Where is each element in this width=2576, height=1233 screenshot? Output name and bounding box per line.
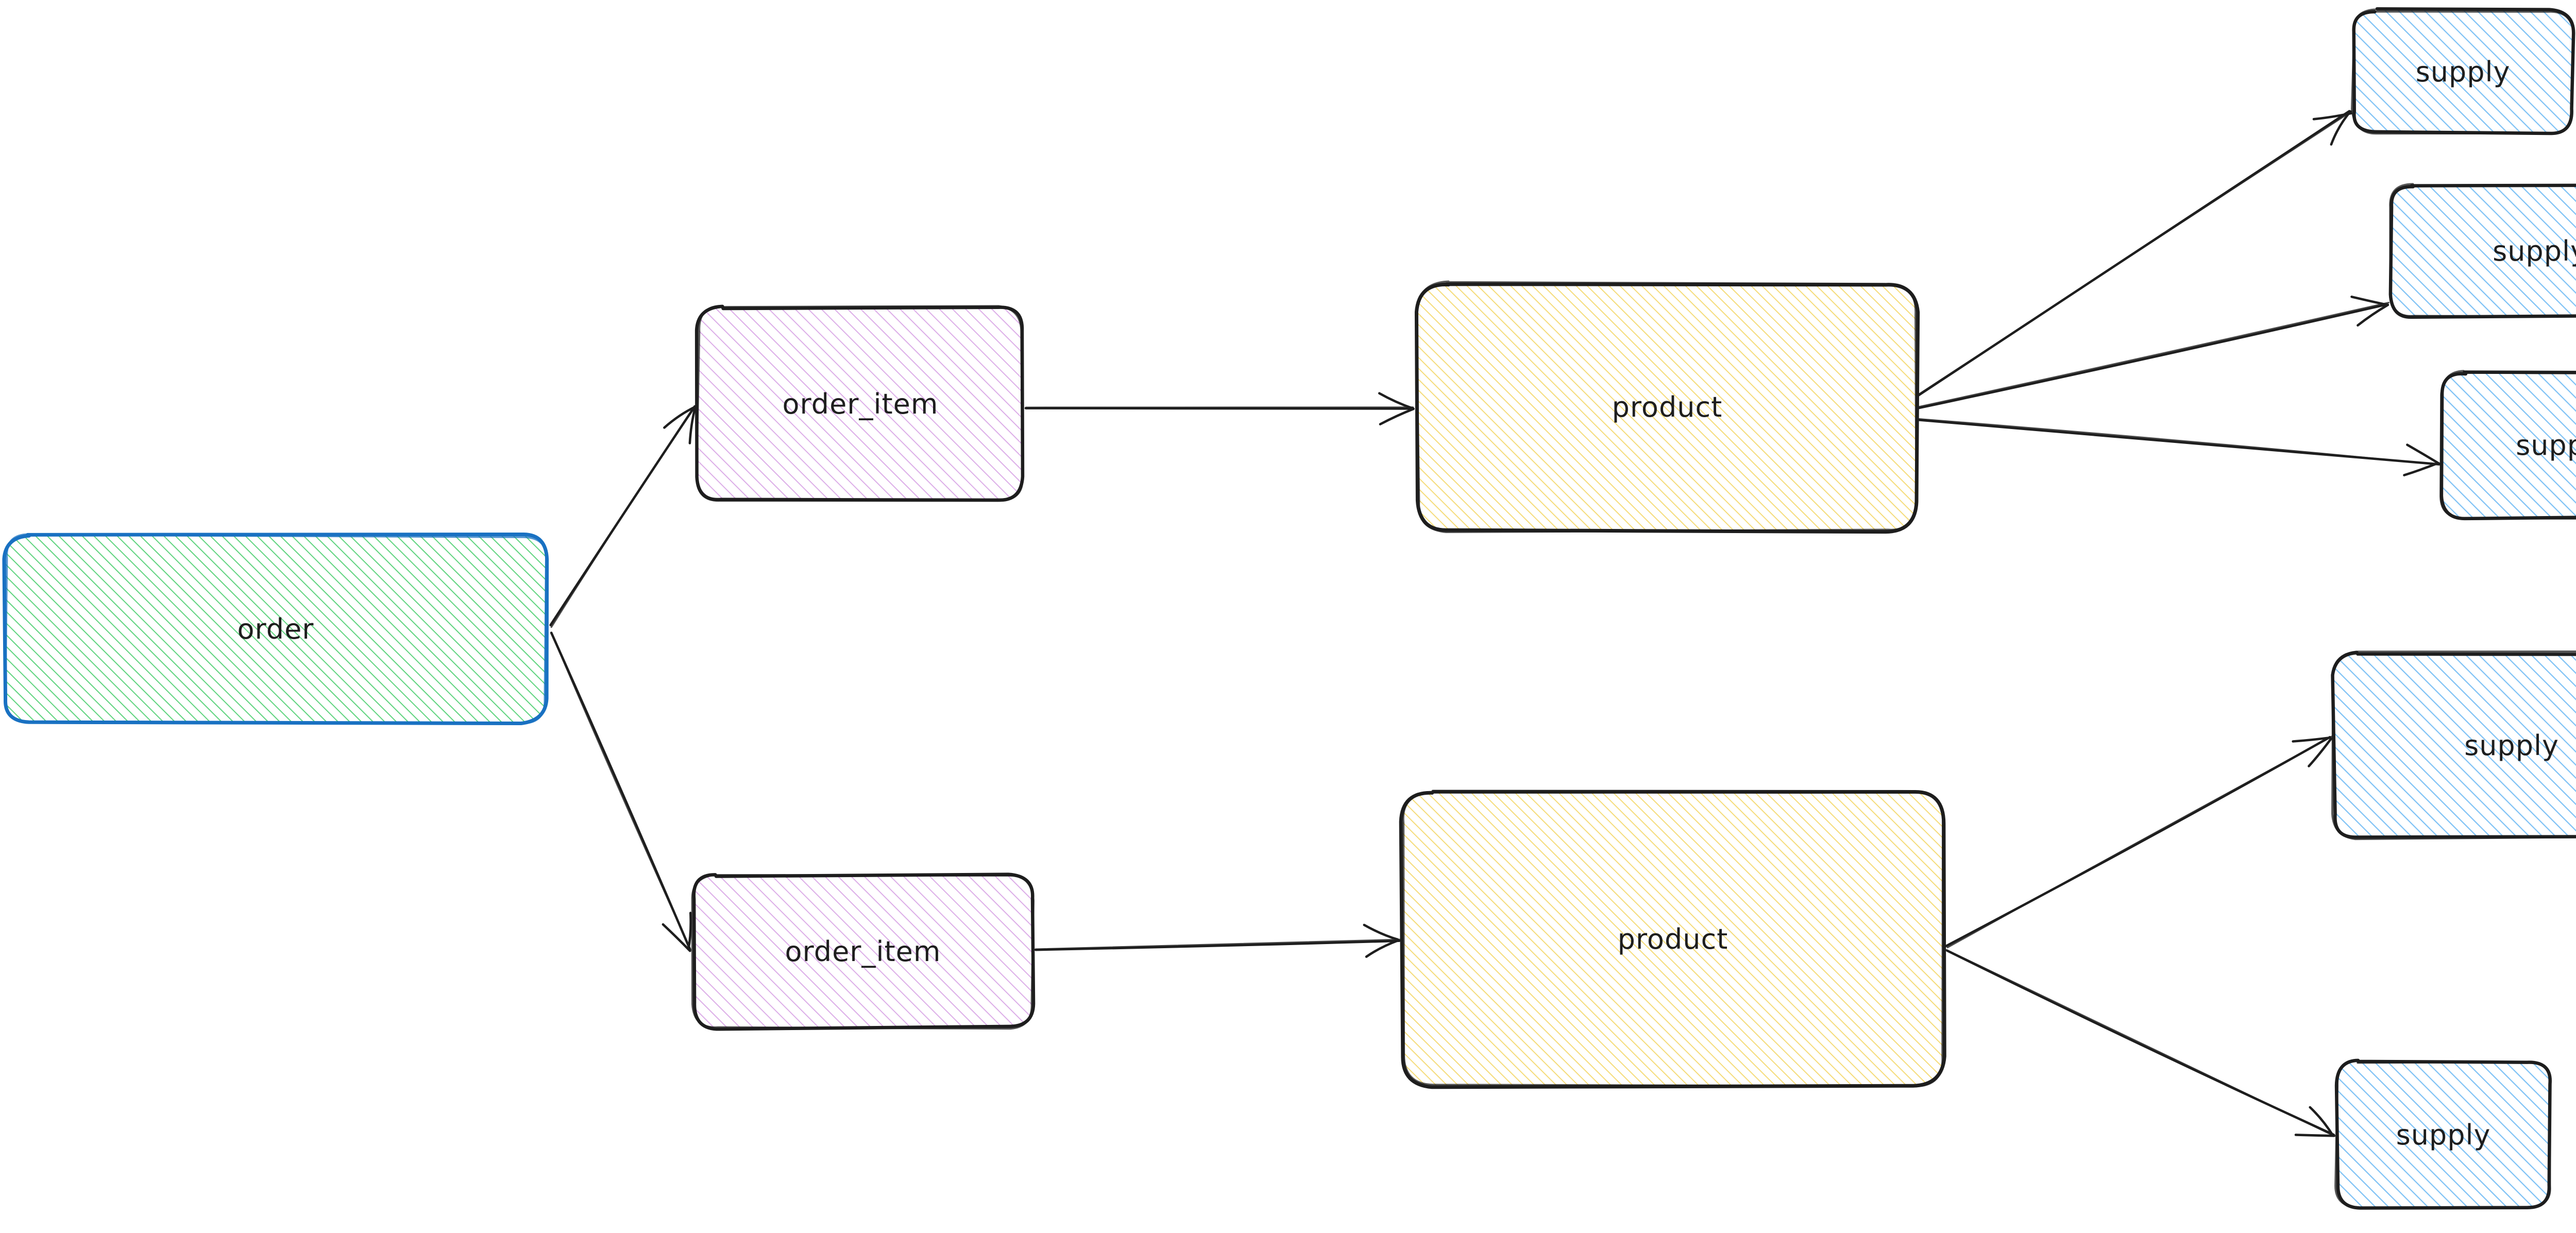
node-fill (4, 535, 547, 723)
node-outline (2331, 650, 2576, 841)
node-fill (692, 875, 1034, 1028)
node-outline (2439, 370, 2576, 520)
edge-line (1917, 301, 2390, 408)
node-outline (1415, 280, 1918, 533)
edge-line (550, 632, 692, 951)
edge-product_2-supply_5[interactable] (1945, 949, 2336, 1137)
node-fill (1417, 283, 1917, 531)
node-fill (2333, 652, 2576, 837)
node-outline (2350, 8, 2574, 135)
arrowhead (2350, 295, 2388, 306)
edge-line (1034, 939, 1401, 951)
node-fill (2336, 1061, 2551, 1208)
node-outline (691, 874, 1035, 1030)
arrowhead (1379, 407, 1415, 425)
arrowhead (687, 912, 692, 951)
node-supply_4[interactable] (2331, 650, 2576, 841)
edge-line (1946, 735, 2333, 949)
arrowhead (688, 406, 697, 444)
arrowhead (2308, 737, 2332, 767)
node-fill (2353, 9, 2573, 133)
node-product_2[interactable] (1399, 790, 1946, 1089)
edge-line (1945, 949, 2334, 1136)
arrowhead (2292, 736, 2331, 743)
node-product_1[interactable] (1414, 280, 1920, 534)
arrowhead (2294, 1134, 2336, 1137)
node-outline (2389, 183, 2576, 318)
node-supply_5[interactable] (2334, 1058, 2552, 1210)
arrowhead (1378, 392, 1415, 410)
edge-line (550, 406, 696, 628)
node-outline (2388, 183, 2576, 319)
node-fill (2442, 372, 2576, 519)
edge-line (1035, 938, 1401, 950)
node-order_item_1[interactable] (694, 304, 1025, 502)
node-supply_3[interactable] (2439, 370, 2576, 521)
edge-line (1916, 110, 2352, 397)
edge-product_1-supply_2[interactable] (1917, 295, 2390, 409)
arrowhead (2357, 303, 2389, 327)
node-order_item_2[interactable] (691, 872, 1036, 1031)
node-fill (1402, 791, 1944, 1087)
node-supply_1[interactable] (2350, 7, 2575, 135)
node-outline (695, 304, 1024, 502)
arrowhead (2403, 461, 2439, 476)
edges-layer (549, 110, 2441, 1137)
node-fill (698, 307, 1023, 501)
arrowhead (2406, 443, 2441, 465)
edge-order-to-order_item_1[interactable] (549, 405, 698, 628)
edge-product_1-supply_3[interactable] (1916, 418, 2441, 476)
arrowhead (2312, 112, 2353, 121)
edge-order_item_2-product_2[interactable] (1034, 923, 1401, 958)
arrowhead (2309, 1106, 2334, 1137)
edge-line (1917, 303, 2388, 409)
edge-order_item_1-product_1[interactable] (1024, 392, 1415, 425)
edge-order-to-order_item_2[interactable] (550, 631, 692, 952)
node-outline (2334, 1059, 2551, 1209)
arrowhead (1365, 939, 1400, 958)
edge-product_2-supply_4[interactable] (1944, 735, 2333, 949)
node-fill (2391, 185, 2576, 317)
node-order[interactable] (2, 533, 549, 725)
nodes-layer (2, 7, 2576, 1210)
edge-product_1-supply_1[interactable] (1916, 110, 2353, 398)
node-outline (4, 533, 548, 725)
node-supply_2[interactable] (2388, 183, 2576, 319)
edge-line (1916, 418, 2441, 466)
node-outline (1402, 790, 1944, 1088)
arrowhead (663, 405, 698, 429)
arrowhead (1363, 923, 1399, 941)
